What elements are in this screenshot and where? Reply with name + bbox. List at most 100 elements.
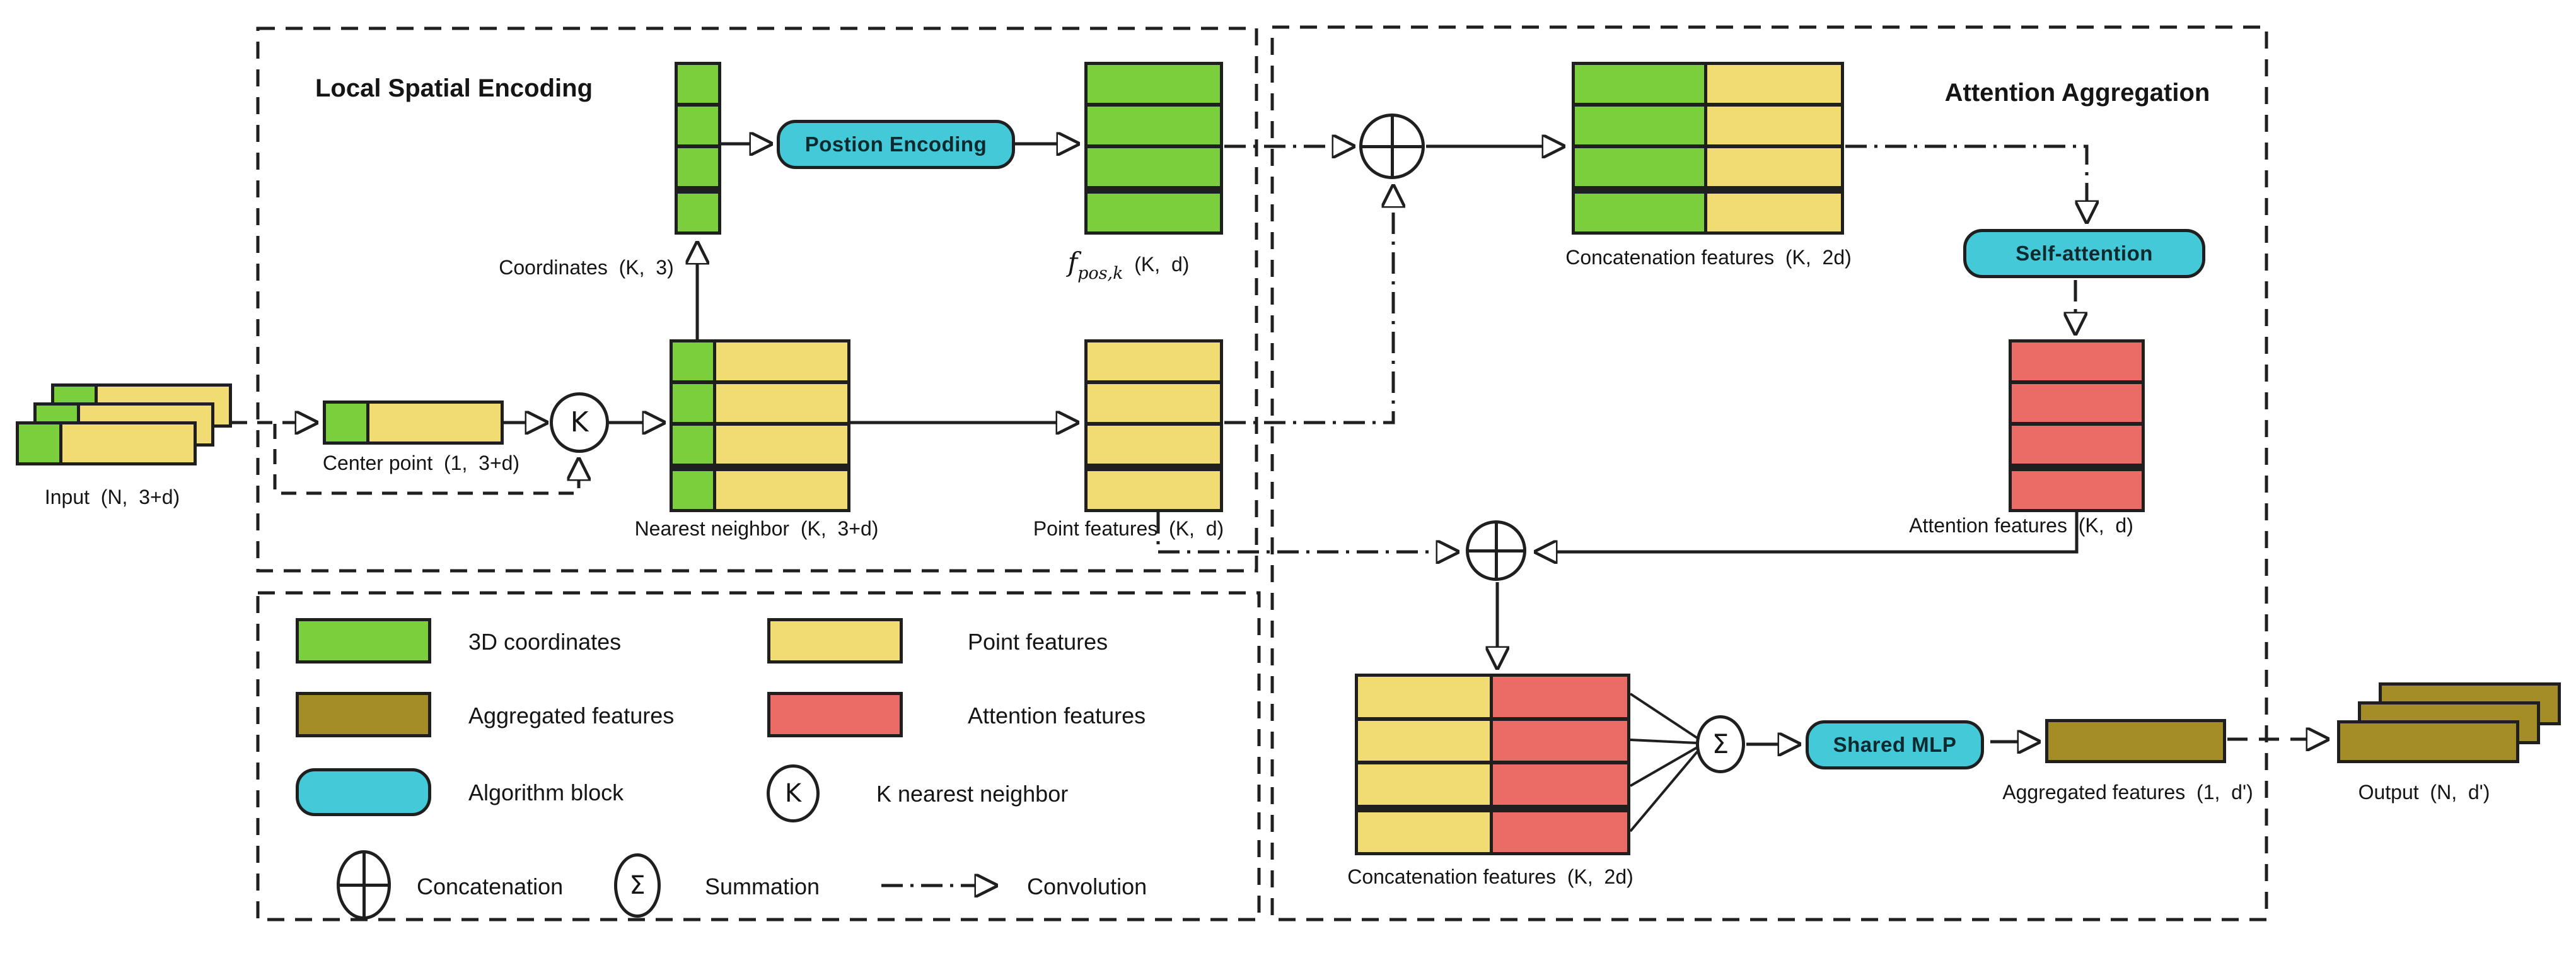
summation-icon: Σ (1696, 715, 1745, 773)
matrix-cell (1575, 194, 1704, 231)
knn-circle-icon: K (550, 392, 609, 453)
matrix-cell (369, 404, 501, 441)
legend-label-summation: Summation (705, 874, 820, 899)
input-bar-front (16, 421, 197, 465)
matrix-cell (1358, 764, 1490, 805)
input-label: Input (N, 3+d) (44, 486, 180, 508)
coordinates-label: Coordinates (K, 3) (499, 256, 674, 279)
nearest-neighbor-block (670, 339, 850, 512)
matrix-cell (673, 342, 713, 380)
matrix-cell (1493, 812, 1627, 852)
position-encoding-block: Postion Encoding (777, 120, 1015, 169)
legend-swatch-attention-features (767, 692, 903, 737)
matrix-cell (2340, 723, 2516, 760)
fan-line-3 (1630, 746, 1698, 787)
attention-features-block (2009, 339, 2145, 512)
legend-swatch-3d-coordinates (296, 618, 431, 664)
matrix-cell (1575, 107, 1704, 144)
concatenation-features-bottom-block (1355, 674, 1630, 855)
legend-label-3d-coordinates: 3D coordinates (468, 629, 622, 655)
matrix-cell (2012, 471, 2142, 509)
concatenation-icon-top (1359, 114, 1425, 179)
matrix-cell (673, 426, 713, 464)
matrix-cell (1088, 65, 1220, 103)
matrix-cell (1088, 342, 1220, 380)
fpos-dims: (K, d) (1123, 253, 1190, 276)
matrix-cell (1088, 426, 1220, 464)
matrix-cell (2012, 384, 2142, 422)
matrix-cell (1493, 720, 1627, 761)
matrix-cell (1088, 194, 1220, 231)
matrix-cell (716, 384, 847, 422)
aggregated-features-bar (2045, 719, 2226, 763)
point-features-label: Point features (K, d) (1033, 517, 1224, 540)
point-features-block (1084, 339, 1223, 512)
shared-mlp-block: Shared MLP (1806, 720, 1984, 769)
legend-box (256, 591, 1261, 921)
fan-line-1 (1629, 693, 1698, 739)
output-label: Output (N, d') (2358, 781, 2490, 804)
matrix-cell (19, 424, 59, 462)
matrix-cell (1358, 812, 1490, 852)
knn-symbol: K (570, 406, 589, 438)
matrix-cell (1493, 764, 1627, 805)
legend-swatch-point-features (767, 618, 903, 664)
matrix-cell (716, 471, 847, 509)
local-spatial-encoding-box (256, 26, 1258, 573)
coordinates-block (675, 62, 721, 235)
matrix-cell (673, 471, 713, 509)
center-point-bar (323, 400, 504, 445)
plus-vbar (1390, 115, 1394, 177)
legend-label-algorithm-block: Algorithm block (468, 780, 624, 805)
dashed-feedback-to-knn (273, 424, 579, 495)
output-bar-front (2337, 720, 2519, 763)
concatenation-features-top-label: Concatenation features (K, 2d) (1565, 246, 1852, 269)
conv-arrow-point-features-to-concat1 (1224, 206, 1393, 424)
aggregated-features-label: Aggregated features (1, d') (2002, 781, 2253, 804)
matrix-cell (62, 424, 194, 462)
concatenation-features-top-block (1572, 62, 1844, 235)
legend-concatenation-icon (337, 850, 391, 920)
matrix-cell (1088, 471, 1220, 509)
matrix-cell (326, 404, 366, 441)
nearest-neighbor-label: Nearest neighbor (K, 3+d) (634, 517, 879, 540)
plus-vbar (1494, 522, 1498, 579)
legend-label-point-features: Point features (968, 629, 1108, 655)
attention-features-label: Attention features (K, d) (1909, 514, 2133, 537)
summation-symbol: Σ (1712, 728, 1729, 759)
fan-line-2 (1630, 739, 1698, 744)
conv-arrow-point-features-to-concat2 (1156, 512, 1437, 552)
matrix-cell (1707, 194, 1841, 231)
matrix-cell (678, 194, 718, 231)
matrix-cell (2048, 722, 2223, 760)
matrix-cell (1707, 148, 1841, 186)
matrix-cell (1088, 148, 1220, 186)
legend-label-attention-features: Attention features (968, 703, 1146, 728)
matrix-cell (1088, 384, 1220, 422)
legend-swatch-aggregated-features (296, 692, 431, 737)
matrix-cell (1493, 677, 1627, 717)
matrix-cell (1358, 720, 1490, 761)
fpos-f: f (1067, 247, 1078, 278)
lse-title: Local Spatial Encoding (315, 74, 593, 102)
fan-line-4 (1629, 751, 1698, 833)
matrix-cell (716, 426, 847, 464)
aa-title: Attention Aggregation (1944, 79, 2210, 107)
matrix-cell (1707, 107, 1841, 144)
matrix-cell (678, 148, 718, 186)
fpos-block (1084, 62, 1223, 235)
plus-vbar (362, 852, 366, 918)
legend-knn-circle-icon: K (767, 764, 820, 822)
legend-knn-symbol: K (784, 779, 802, 808)
matrix-cell (716, 342, 847, 380)
self-attention-block: Self-attention (1963, 229, 2205, 278)
matrix-cell (1575, 65, 1704, 103)
matrix-cell (673, 384, 713, 422)
matrix-cell (1088, 107, 1220, 144)
legend-label-knn: K nearest neighbor (876, 781, 1069, 807)
fpos-subscript: pos,k (1077, 264, 1123, 283)
arrow-attention-features-to-concat2 (1556, 511, 2079, 552)
concatenation-icon-bottom (1466, 520, 1526, 581)
